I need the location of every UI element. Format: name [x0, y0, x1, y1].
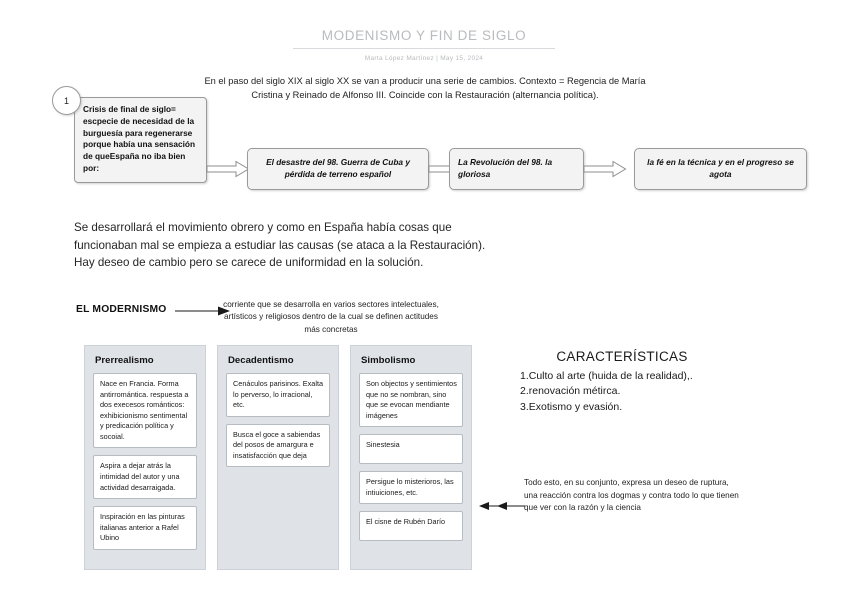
- closing-note-arrow-icon: [479, 502, 525, 510]
- card-item: Persigue lo misterioros, las intiuicione…: [359, 471, 463, 505]
- document-header: MODENISMO Y FIN DE SIGLO Marta López Mar…: [0, 28, 848, 62]
- title-divider: [293, 48, 555, 49]
- movement-panel-decadentismo: Decadentismo Cenáculos parisinos. Exalta…: [217, 345, 339, 570]
- list-item: 3.Exotismo y evasión.: [520, 400, 623, 413]
- page-title: MODENISMO Y FIN DE SIGLO: [321, 28, 527, 43]
- card-item: Nace en Francia. Forma antirromántica. r…: [93, 373, 197, 449]
- panel-title-decadentismo: Decadentismo: [228, 355, 294, 366]
- caracteristicas-title: CARACTERÍSTICAS: [556, 349, 688, 364]
- card-item: Sinestesia: [359, 434, 463, 465]
- step-number-badge: 1: [52, 86, 81, 115]
- card-item: Busca el goce a sabiendas del posos de a…: [226, 423, 330, 468]
- movement-panel-prerrealismo: Prerrealismo Nace en Francia. Forma anti…: [84, 345, 206, 570]
- movement-panel-simbolismo: Simbolismo Son objectos y sentimientos q…: [350, 345, 472, 570]
- flow-arrow-1-icon: [206, 160, 250, 178]
- modernismo-label: EL MODERNISMO: [76, 304, 167, 315]
- list-item: 1.Culto al arte (huida de la realidad),.: [520, 370, 693, 382]
- list-item: 2.renovación métirca.: [520, 385, 621, 398]
- modernismo-definition: corriente que se desarrolla en varios se…: [223, 300, 439, 334]
- panel-title-prerrealismo: Prerrealismo: [95, 355, 154, 366]
- body-paragraph: Se desarrollará el movimiento obrero y c…: [74, 221, 486, 270]
- flow-box-revolucion: La Revolución del 98. la gloriosa: [449, 148, 584, 190]
- card-item: El cisne de Rubén Darío: [359, 511, 463, 542]
- caracteristicas-list: 1.Culto al arte (huida de la realidad),.…: [520, 369, 693, 415]
- closing-note: Todo esto, en su conjunto, expresa un de…: [524, 478, 739, 513]
- flow-arrow-3-icon: [583, 160, 627, 178]
- card-item: Cenáculos parisinos. Exalta lo perverso,…: [226, 373, 330, 417]
- panel-title-simbolismo: Simbolismo: [361, 355, 416, 366]
- card-item: Inspiración en las pinturas italianas an…: [93, 506, 197, 550]
- intro-paragraph: En el paso del siglo XIX al siglo XX se …: [204, 76, 646, 101]
- card-item: Aspira a dejar atrás la intimidad del au…: [93, 455, 197, 500]
- flow-box-crisis: Crisis de final de siglo= escpecie de ne…: [74, 97, 207, 183]
- flow-box-desastre: El desastre del 98. Guerra de Cuba y pér…: [247, 148, 429, 190]
- byline: Marta López Martínez | May 15, 2024: [364, 55, 484, 62]
- card-item: Son objectos y sentimientos que no se no…: [359, 373, 463, 428]
- modernismo-arrow-icon: [175, 306, 230, 316]
- flow-box-fe-tecnica: la fé en la técnica y en el progreso se …: [634, 148, 807, 190]
